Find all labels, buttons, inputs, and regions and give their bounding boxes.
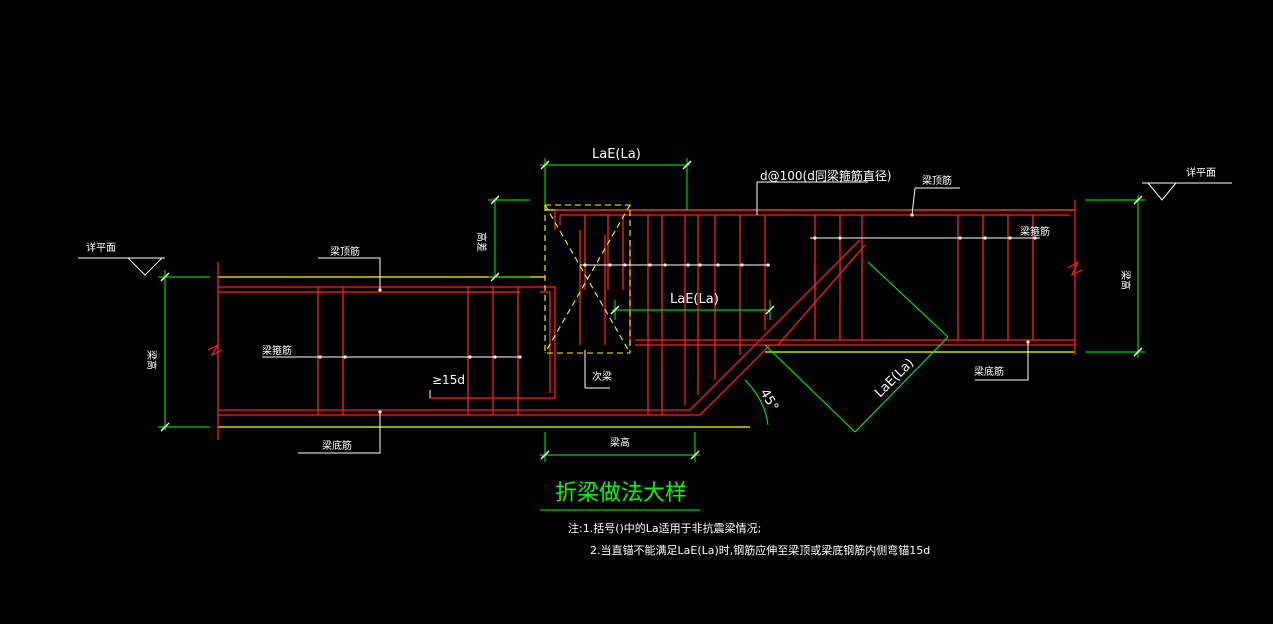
beam-height-right-label: 梁高	[1119, 270, 1132, 290]
lae-mid-label: LaE(La)	[670, 292, 719, 307]
top-bar-left-label: 梁顶筋	[330, 245, 360, 258]
stirrup-left-label: 梁箍筋	[262, 344, 292, 357]
drawing-title: 折梁做法大样	[555, 481, 687, 506]
angle-label: 45°	[757, 387, 782, 414]
break-lines	[207, 260, 1083, 357]
joint-dashed-zone	[544, 204, 631, 354]
leader-dots	[318, 213, 1037, 414]
dimension-lines	[158, 158, 1145, 511]
rebar-lines	[217, 200, 1076, 440]
note-line-2: 2.当直锚不能满足LaE(La)时,钢筋应伸至梁顶或梁底钢筋内侧弯锚15d	[590, 543, 930, 557]
anchor-15d-label: ≥15d	[432, 373, 465, 387]
secondary-beam-label: 次梁	[592, 370, 612, 383]
bottom-bar-right-label: 梁底筋	[974, 365, 1004, 378]
height-diff-label: 高差	[475, 232, 488, 252]
note-line-1: 注:1.括号()中的La适用于非抗震梁情况;	[568, 521, 761, 535]
level-right-label: 详平面	[1186, 166, 1216, 179]
leader-lines	[78, 181, 1232, 454]
lae-top-label: LaE(La)	[592, 147, 641, 162]
stirrup-right-label: 梁箍筋	[1020, 225, 1050, 238]
stirrup-note: d@100(d同梁箍筋直径)	[760, 168, 892, 183]
dimension-ticks	[160, 160, 1143, 460]
lae-diag-label: LaE(La)	[872, 356, 917, 401]
beam-height-left-label: 梁高	[145, 350, 158, 370]
beam-outline	[218, 209, 1075, 428]
bottom-bar-left-label: 梁底筋	[322, 439, 352, 452]
top-bar-right-label: 梁顶筋	[922, 174, 952, 187]
level-left-label: 详平面	[86, 241, 116, 254]
beam-width-label: 梁高	[610, 436, 630, 449]
